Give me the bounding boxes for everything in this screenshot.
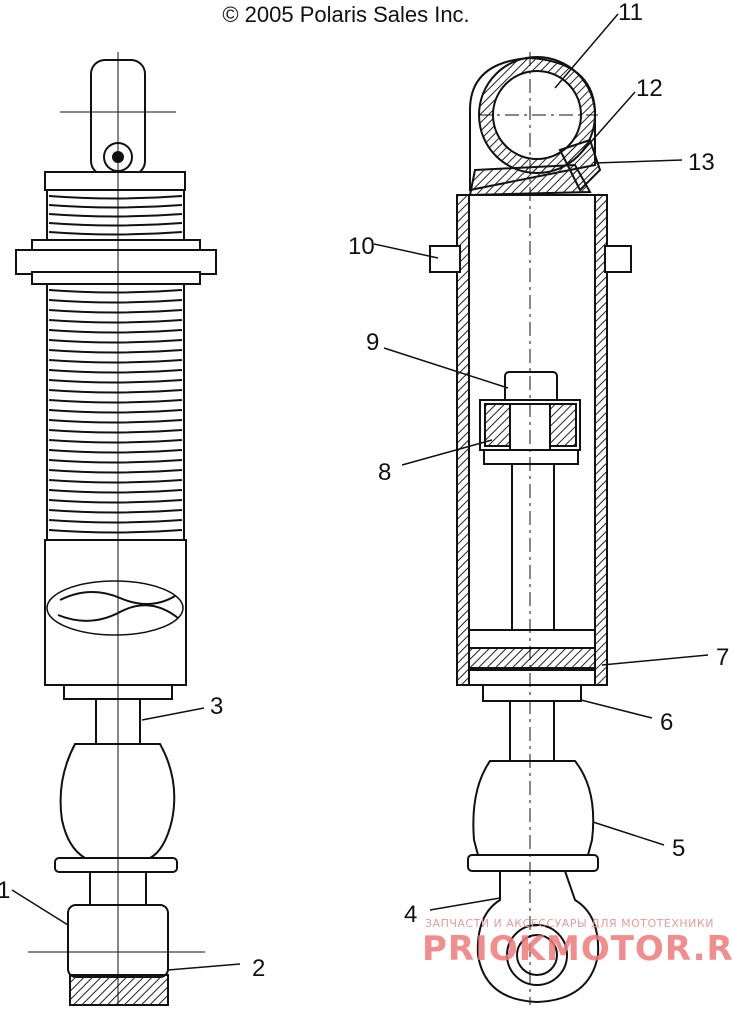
spring-coil: [48, 309, 183, 314]
spring-coil: [48, 204, 183, 209]
callout-13: 13: [688, 149, 715, 176]
right-mount-lug-left: [429, 245, 461, 273]
right-bumper: [472, 760, 595, 856]
right-mount-lug-right: [604, 245, 632, 273]
spring-coil: [48, 489, 183, 494]
callout-10: 10: [348, 233, 375, 260]
right-body-wall-left: [456, 194, 470, 686]
spring-coil: [48, 449, 183, 454]
spring-coil: [48, 429, 183, 434]
callout-6: 6: [660, 709, 673, 736]
spring-coil: [48, 409, 183, 414]
left-body-logo: [46, 580, 184, 636]
right-body-wall-right: [594, 194, 608, 686]
callout-8: 8: [378, 459, 391, 486]
spring-coil: [48, 529, 183, 534]
callout-12: 12: [636, 75, 663, 102]
callout-3: 3: [210, 693, 223, 720]
right-bottom-collar: [482, 684, 582, 702]
right-shock-assembly: [429, 56, 632, 1004]
spring-coil: [48, 379, 183, 384]
copyright-notice: © 2005 Polaris Sales Inc.: [222, 2, 470, 27]
spring-coil: [48, 329, 183, 334]
spring-coil: [48, 399, 183, 404]
left-top-cap: [44, 171, 186, 191]
right-piston-rod: [511, 459, 555, 641]
callout-5: 5: [672, 835, 685, 862]
left-bushing: [69, 974, 169, 1006]
spring-coil: [48, 349, 183, 354]
spring-coil: [48, 469, 183, 474]
callout-leaders: [11, 13, 709, 971]
spring-coil: [48, 231, 183, 236]
spring-coil: [48, 213, 183, 218]
spring-coil: [48, 519, 183, 524]
callout-1: 1: [0, 877, 10, 904]
right-piston-washer: [483, 449, 579, 465]
spring-coil: [48, 195, 183, 200]
left-washer: [54, 857, 178, 873]
spring-coil: [48, 222, 183, 227]
spring-coil: [48, 419, 183, 424]
callout-2: 2: [252, 955, 265, 982]
spring-coil: [48, 459, 183, 464]
callout-7: 7: [716, 644, 729, 671]
spring-coil: [48, 439, 183, 444]
left-adjuster-nut: [15, 249, 217, 275]
spring-coil: [48, 319, 183, 324]
spring-coil: [48, 339, 183, 344]
callout-4: 4: [404, 901, 417, 928]
spring-coil: [48, 359, 183, 364]
right-washer: [467, 854, 599, 872]
spring-coil: [48, 389, 183, 394]
callout-11: 11: [618, 0, 643, 26]
spring-coil: [48, 499, 183, 504]
spring-coil: [48, 289, 183, 294]
spring-coil: [48, 479, 183, 484]
spring-coil: [48, 299, 183, 304]
spring-coil: [48, 369, 183, 374]
watermark-tagline: ЗАПЧАСТИ И АКСЕССУАРЫ ДЛЯ МОТОТЕХНИКИ: [425, 917, 714, 930]
left-bumper: [59, 743, 176, 859]
left-shock-body: [44, 539, 187, 686]
left-spring-coils: [48, 195, 183, 534]
right-shaft: [509, 700, 555, 762]
spring-coil: [48, 509, 183, 514]
callout-9: 9: [366, 329, 379, 356]
watermark-brand: PRIOKMOTOR.RU: [422, 929, 733, 969]
